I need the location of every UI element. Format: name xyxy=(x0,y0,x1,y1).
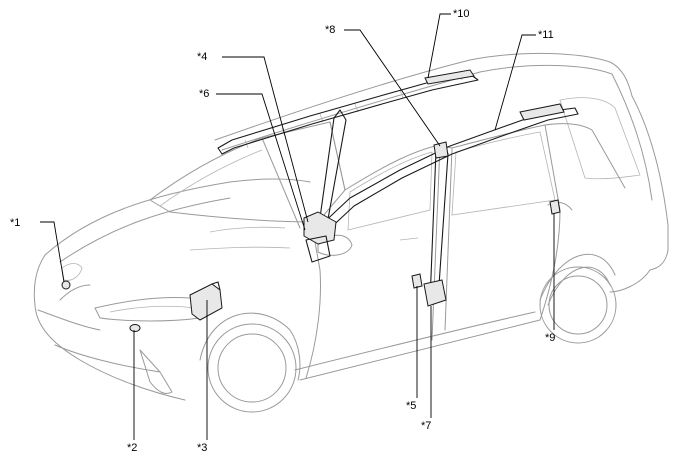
front-seat-belt-anchor-right xyxy=(433,141,449,159)
callout-7: *7 xyxy=(421,420,431,432)
airbag-sensor-connector xyxy=(211,281,221,291)
rear-airbag-sensor xyxy=(549,199,561,215)
front-airbag-sensor-left xyxy=(61,280,71,290)
callout-11: *11 xyxy=(538,29,554,41)
curtain-shield-airbag-right xyxy=(317,107,579,235)
callout-9: *9 xyxy=(545,332,555,344)
callout-4: *4 xyxy=(197,51,207,63)
leader-c10 xyxy=(427,13,451,79)
callout-labels: *1 *2 *3 *4 *5 *6 *7 *8 *9 *10 *11 xyxy=(10,8,555,454)
callout-8: *8 xyxy=(325,24,335,36)
leader-lines xyxy=(40,13,555,440)
curtain-shield-airbag-left xyxy=(217,73,479,155)
front-airbag-sensor-right xyxy=(129,324,141,332)
side-airbag-sensor-right xyxy=(411,273,423,289)
callout-10: *10 xyxy=(453,8,470,20)
leader-c1 xyxy=(40,221,65,283)
leader-c11 xyxy=(494,34,536,131)
airbag-sensor-assembly xyxy=(189,283,223,321)
callout-6: *6 xyxy=(199,88,209,100)
curtain-shield-inflator-left xyxy=(424,69,475,85)
curtain-shield-inflator-right xyxy=(519,103,565,121)
front-seat-belt-retractor-left xyxy=(305,235,331,263)
leader-c6 xyxy=(216,93,306,231)
vehicle-outline xyxy=(33,52,669,413)
callout-5: *5 xyxy=(406,400,416,412)
front-seat-belt-pretensioner-right xyxy=(423,279,447,307)
callout-1: *1 xyxy=(10,217,20,229)
front-seat-belt-pretensioner-left xyxy=(303,211,337,245)
callout-3: *3 xyxy=(197,442,207,454)
leader-c8 xyxy=(344,29,441,147)
srs-components xyxy=(61,69,579,332)
callout-2: *2 xyxy=(127,442,137,454)
front-seat-belt-left xyxy=(317,109,347,233)
leader-c4 xyxy=(222,56,309,223)
